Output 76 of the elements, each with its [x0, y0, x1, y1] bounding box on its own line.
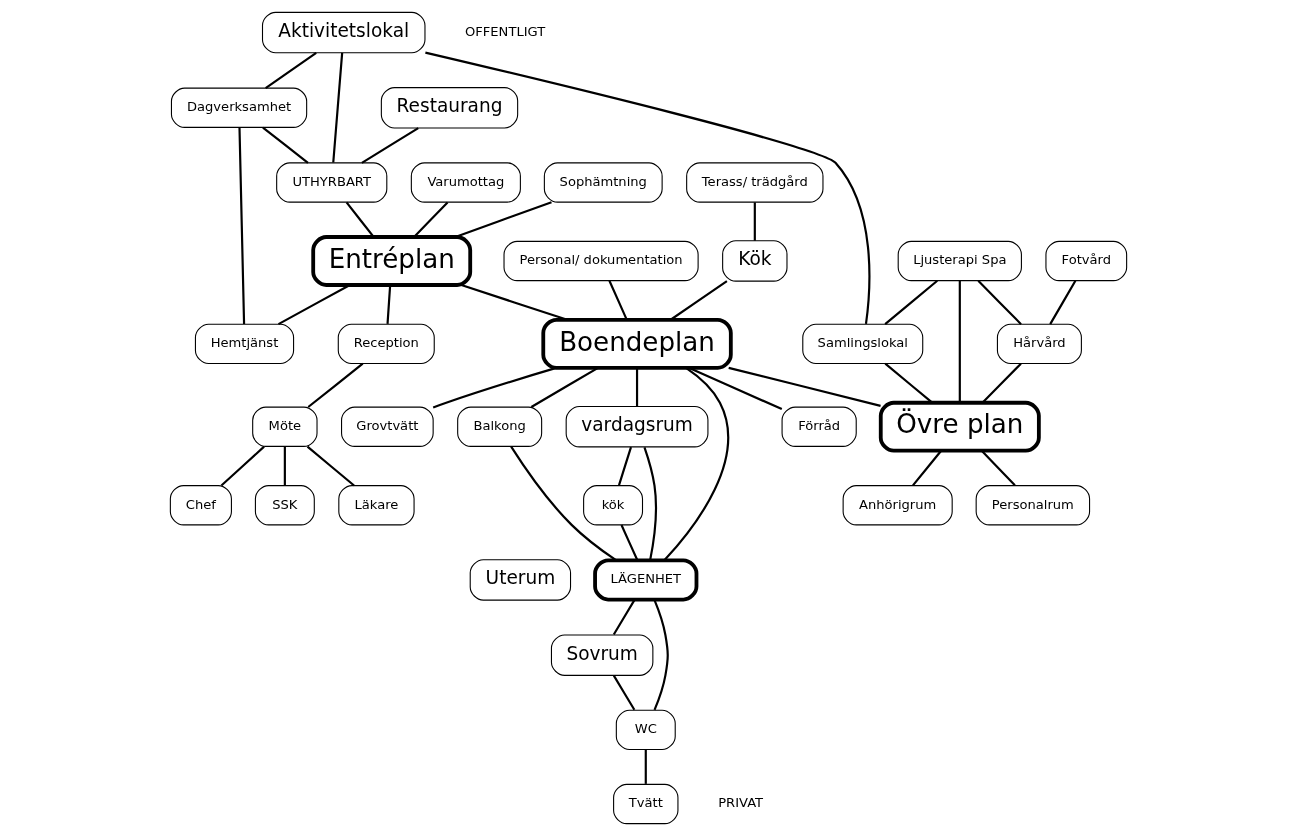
node-box: Sovrum	[550, 634, 653, 676]
connector	[412, 201, 448, 238]
connector	[306, 445, 355, 487]
connector	[663, 367, 729, 561]
connector	[530, 366, 599, 408]
node-box: Uterum	[469, 559, 571, 601]
connector	[264, 51, 317, 90]
connector	[460, 283, 568, 321]
connector	[981, 362, 1022, 404]
node-box: Sophämtning	[543, 162, 663, 203]
node-box: Varumottag	[410, 162, 521, 203]
connector	[261, 126, 309, 164]
node-box: Personal/ dokumentation	[502, 240, 699, 282]
node-box: Entréplan	[310, 235, 472, 287]
connector	[612, 599, 635, 636]
node-box: vardagsrum	[565, 406, 708, 448]
node-box: Grovtvätt	[340, 406, 434, 447]
connector	[642, 446, 657, 561]
connector	[424, 51, 870, 325]
node-box: Övre plan	[878, 400, 1041, 453]
connector	[277, 284, 350, 326]
node-box: Boendeplan	[540, 317, 733, 370]
connector	[911, 450, 942, 487]
connector	[958, 280, 961, 403]
connector	[687, 366, 782, 411]
connector	[883, 279, 938, 325]
node-box: Läkare	[337, 485, 415, 526]
connector	[977, 280, 1022, 325]
connector	[884, 362, 933, 404]
connector	[360, 127, 419, 164]
node-box: Kök	[721, 240, 788, 282]
node-box: Samlingslokal	[801, 323, 923, 365]
connector	[635, 367, 638, 407]
node-box: Balkong	[456, 406, 542, 447]
connector	[607, 280, 628, 321]
connector	[612, 675, 635, 711]
node-box: Aktivitetslokal	[261, 11, 425, 54]
connector	[652, 599, 669, 711]
connector	[980, 449, 1016, 487]
node-box: Reception	[337, 323, 435, 365]
node-box: Hemtjänst	[194, 323, 294, 365]
connector	[727, 366, 881, 407]
connector	[509, 446, 617, 562]
node-box: SSK	[254, 485, 315, 526]
connector	[237, 127, 245, 324]
connector	[385, 284, 391, 324]
node-box: UTHYRBART	[275, 162, 387, 203]
connector	[432, 366, 557, 409]
connector	[1048, 280, 1076, 325]
node-box: Chef	[169, 485, 232, 526]
node-box: Möte	[251, 406, 318, 447]
connector	[283, 446, 286, 486]
node-box: Ljusterapi Spa	[897, 240, 1022, 282]
node-box: LÄGENHET	[592, 558, 698, 602]
connector	[669, 280, 728, 321]
node-box: Anhörigrum	[842, 485, 953, 526]
node-box: Hårvård	[996, 323, 1082, 365]
node-box: Dagverksamhet	[170, 87, 307, 128]
connector	[307, 362, 363, 408]
node-box: Restaurang	[380, 87, 518, 129]
label: OFFENTLIGT	[464, 23, 545, 39]
connector	[753, 202, 756, 241]
connector	[220, 445, 265, 487]
node-box: Förråd	[781, 406, 857, 447]
node-box: kök	[582, 485, 643, 526]
node-box: Fotvård	[1044, 240, 1127, 282]
connector	[345, 201, 374, 238]
connector	[331, 52, 343, 163]
node-box: Terass/ trädgård	[685, 162, 823, 203]
node-box: Personalrum	[975, 485, 1090, 526]
connector	[617, 446, 632, 486]
connector	[620, 524, 638, 561]
label: PRIVAT	[717, 795, 763, 811]
node-box: Tvätt	[612, 783, 678, 825]
connector	[644, 749, 647, 784]
node-box: WC	[615, 709, 676, 751]
